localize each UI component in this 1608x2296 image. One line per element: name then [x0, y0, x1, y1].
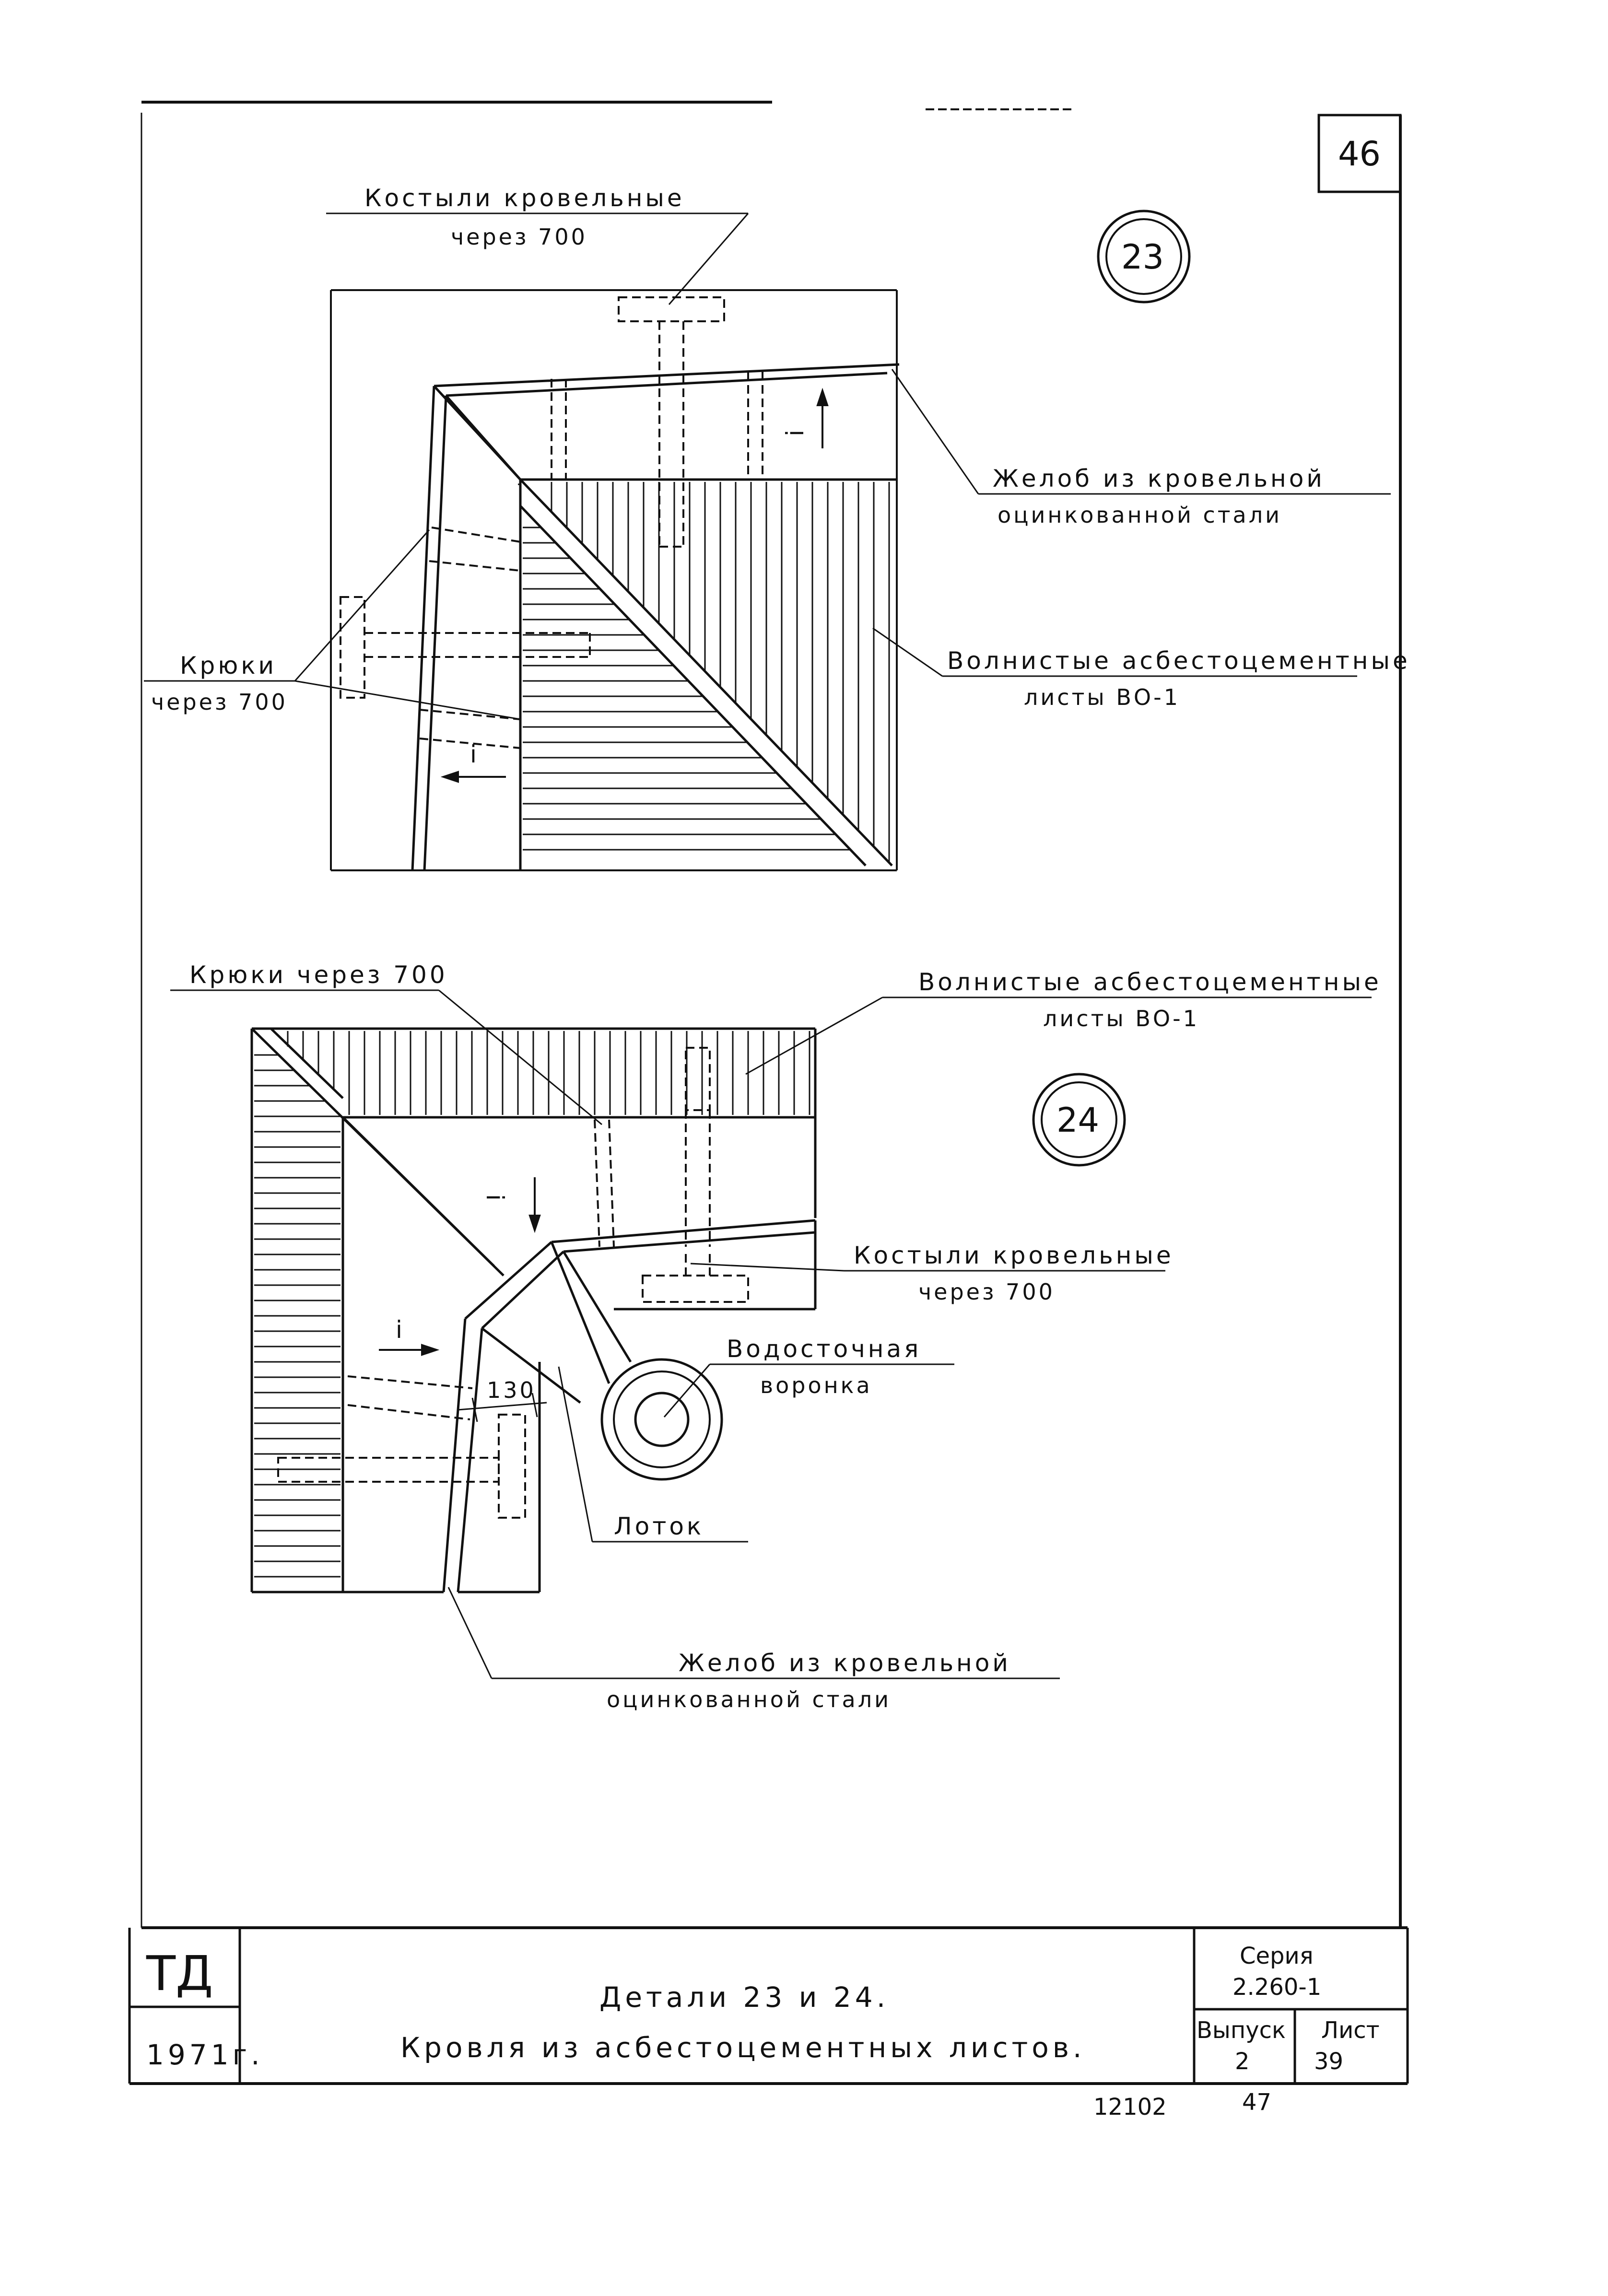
- detail-23-label-kryuki-1: Крюки: [180, 652, 277, 679]
- title-block-issue-value: 2: [1235, 2048, 1250, 2075]
- detail-24-slope-symbol-lower: i: [396, 1316, 405, 1344]
- title-block-issue-label: Выпуск: [1197, 2017, 1286, 2044]
- detail-23-label-zhelob-2: оцинкованной стали: [998, 502, 1282, 528]
- detail-24-label-vodostochnaya-2: воронка: [760, 1372, 872, 1398]
- detail-24-marker-number: 24: [1056, 1101, 1099, 1140]
- detail-24-slope-symbol-upper: i: [481, 1194, 509, 1204]
- detail-23-label-kostyli-2: через 700: [451, 224, 587, 250]
- dimension-130: 130: [487, 1377, 536, 1403]
- detail-24-hatch: [254, 1031, 810, 1578]
- title-block-sheet-value: 39: [1314, 2048, 1343, 2075]
- detail-24-label-lotok: Лоток: [614, 1512, 704, 1540]
- title-block-series-value: 2.260-1: [1232, 1974, 1321, 2001]
- title-block-org: ТД: [146, 1945, 213, 2002]
- footer-code: 12102: [1093, 2094, 1167, 2120]
- detail-23-label-volnistye-2: листы ВО-1: [1024, 684, 1180, 710]
- page-number: 46: [1338, 134, 1381, 174]
- footer-page: 47: [1242, 2089, 1271, 2116]
- detail-24-drawing: 130 i i 24: [170, 961, 1382, 1712]
- title-block-series-label: Серия: [1240, 1943, 1314, 1969]
- detail-23-slope-symbol-lower: i: [470, 740, 480, 768]
- detail-24-label-zhelob-1: Желоб из кровельной: [679, 1649, 1011, 1677]
- detail-23-horizontal-hatch: [518, 483, 851, 851]
- detail-23-slope-symbol-upper: i: [781, 427, 809, 436]
- detail-23-marker: [1097, 210, 1191, 304]
- detail-24-label-kryuki: Крюки через 700: [189, 961, 448, 989]
- detail-23-label-zhelob-1: Желоб из кровельной: [993, 465, 1325, 492]
- detail-23-label-volnistye-1: Волнистые асбестоцементные: [947, 647, 1410, 675]
- detail-24-label-volnistye-1: Волнистые асбестоцементные: [918, 968, 1382, 996]
- detail-24-label-vodostochnaya-1: Водосточная: [727, 1335, 921, 1363]
- title-block-year: 1971г.: [146, 2038, 264, 2071]
- detail-24-label-kostyli-1: Костыли кровельные: [854, 1242, 1174, 1269]
- detail-23-vertical-hatch: [551, 482, 890, 863]
- funnel-drawing: [600, 1358, 723, 1481]
- detail-24-label-volnistye-2: листы ВО-1: [1043, 1006, 1199, 1031]
- detail-23-label-kryuki-2: через 700: [151, 689, 288, 715]
- title-block-title-2: Кровля из асбестоцементных листов.: [400, 2031, 1085, 2064]
- title-block: [128, 1926, 1409, 2085]
- title-block-title-1: Детали 23 и 24.: [599, 1981, 889, 2014]
- sheet-frame: [141, 101, 1402, 1928]
- detail-24-label-kostyli-2: через 700: [918, 1279, 1055, 1305]
- detail-23-label-kostyli-1: Костыли кровельные: [364, 184, 685, 212]
- detail-23-drawing: i i 23 Костыли кровельные через 700 Жело…: [144, 184, 1410, 871]
- detail-24-label-zhelob-2: оцинкованной стали: [607, 1687, 891, 1712]
- title-block-sheet-label: Лист: [1321, 2017, 1380, 2044]
- detail-24-marker: [1032, 1073, 1126, 1167]
- page-number-box: [1317, 114, 1402, 193]
- detail-23-marker-number: 23: [1121, 237, 1164, 277]
